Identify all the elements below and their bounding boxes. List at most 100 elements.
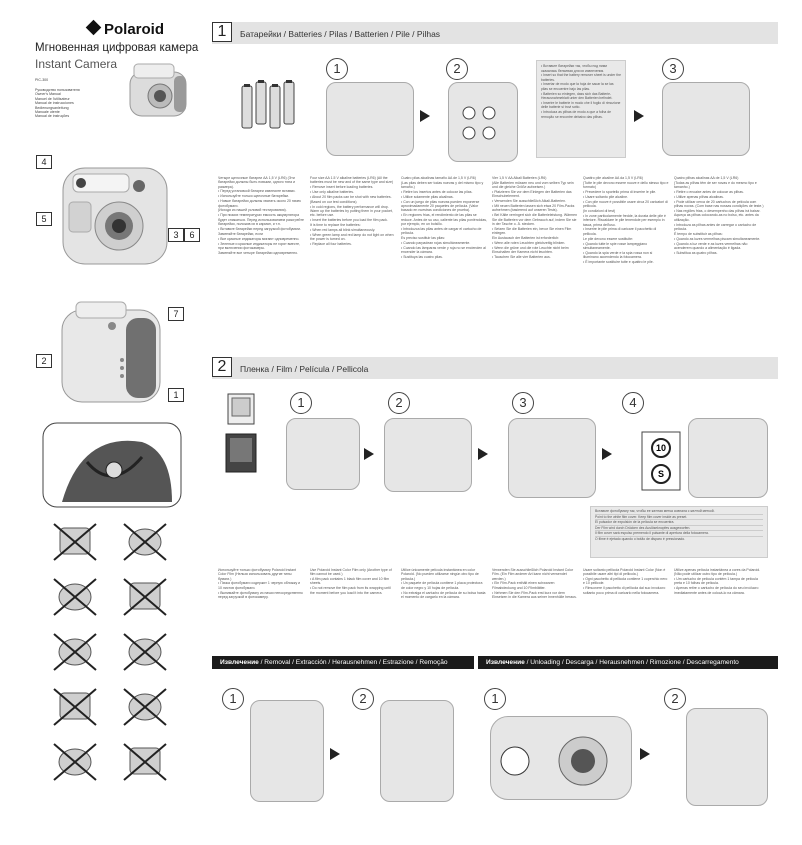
text-line: • Replace all four batteries. [310,242,352,247]
section-2-step-4: 4 [622,392,644,414]
text-line: • Utilize apenas pilhas alcalinas. [674,194,724,199]
text-line: • È importante sostituire tutte e quattr… [583,259,654,264]
section-2-text-en: Use Polaroid Instant Color Film only (An… [310,568,396,630]
text-line: • Insert the batteries before you load t… [310,218,388,223]
text-line: Usare soltanto pellicola Polaroid Instan… [583,568,666,577]
arrow-icon [330,748,340,760]
section-1-title: Батарейки / Batteries / Pilas / Batterie… [240,29,441,39]
text-line: • About 20 film packs can be shot with n… [310,194,392,199]
section-1-text-en: Four size AA 1.5 V alkaline batteries (L… [310,176,396,322]
batteries-image [241,80,295,129]
section-1-step-1-image [326,82,414,156]
text-line: • No extraiga el cartucho de película de… [401,590,486,599]
text-line: • Quando a luz verde e as luzes vermelha… [674,241,748,250]
text-line: Utilice únicamente película instantánea … [401,568,479,581]
text-line: • Новые батарейки должны хватать около 2… [218,199,301,208]
text-line: (Alle Batterien müssen neu und vom selbe… [492,180,574,190]
text-line: • Вставьте батарейки перед загрузкой фот… [218,226,301,231]
no-throw-icon [53,743,97,781]
arrow-icon [640,748,650,760]
text-line: • Do not remove the film pack from its w… [310,586,391,595]
text-line: • Sustituya las cuatro pilas. [401,254,443,259]
text-line: Es preciso sustituir las pilas: [401,236,445,241]
section-1-battery-note: • Вставьте батарейки так, чтобы под ними… [536,60,626,158]
section-2-step-3: 3 [512,392,534,414]
text-line: • In cold regions, the battery performan… [310,204,393,218]
text-line: Use Polaroid Instant Color Film only (An… [310,568,392,577]
arrow-icon [478,448,488,460]
no-heat-icon [53,633,97,671]
no-scissors-icon [123,688,167,726]
removal-step-1: 1 [222,688,244,710]
section-2-number: 2 [212,357,232,377]
text-line: • Quando as luzes vermelhas piscam simul… [674,236,761,241]
section-1-step-2: 2 [446,58,468,80]
text-line: • Bei Kälte verringert sich die Batterie… [492,213,578,226]
callout-5: 5 [36,212,52,226]
section-2-text-it: Usare soltanto pellicola Polaroid Instan… [583,568,669,630]
section-2-step-1: 1 [290,392,312,414]
text-line: Vier 1,5 V AA Alkali Batterien (LR6) [492,176,547,180]
text-line: • Un paquete de película contiene 1 plac… [401,581,483,590]
section-2-title: Пленка / Film / Película / Pellicola [240,364,369,374]
text-line: • Tauschen Sie alle vier Batterien aus. [492,254,551,259]
section-1-step-2-image [448,82,518,162]
section-2-text-es: Utilice únicamente película instantánea … [401,568,487,630]
brand-logo: Polaroid [85,19,208,38]
text-line: Четыре щелочные батареи АА 1,5 V (LR6) (… [218,176,296,189]
text-line: • Перед установкой батареи извлеките вст… [218,189,296,194]
text-line: It is time to replace the batteries: [310,223,361,228]
unloading-step-1-image [490,716,632,800]
cover-model: PIC-300 [35,78,49,82]
text-line: • Retire los insertos antes de colocar l… [401,190,473,195]
cover-camera-image [129,63,187,117]
text-line: • Wenn alle roten Leuchten gleichzeitig … [492,240,566,245]
text-line: • Introduza as pilhas antes de carregar … [674,222,757,231]
text-line: • Cuando las lámparas verde y roja no se… [401,245,486,255]
text-line: • Ogni pacchetto di pellicola contiene 1… [583,577,668,586]
no-clean-icon [123,523,167,561]
section-1-text-de: Vier 1,5 V AA Alkali Batterien (LR6)(All… [492,176,578,322]
svg-text:10: 10 [656,443,666,453]
text-line: Заменяйте батарейки, если [218,231,263,236]
removal-step-2: 2 [352,688,374,710]
arrow-icon [634,110,644,122]
no-child-icon [53,688,97,726]
text-line: Quatro pilhas alcalinas AA de 1,5 V (LR6… [674,176,739,180]
cover-title-en: Instant Camera [35,57,118,71]
text-line: (In condizioni di test) [583,209,616,214]
camera-front-image [62,167,168,265]
cover-title-ru: Мгновенная цифровая камера [35,42,199,54]
unloading-step-2: 2 [664,688,686,710]
section-1-text-ru: Четыре щелочные батареи АА 1,5 V (LR6) (… [218,176,304,322]
arrow-icon [420,110,430,122]
text-line: • Cuando parpadean rojas simultáneamente… [401,240,471,245]
text-line: • Usare soltanto pile alcaline. [583,194,628,199]
strap-image [42,422,182,508]
section-2-header [212,357,778,379]
text-line: • Pode utilizar cerca de 20 cartuchos de… [674,199,764,209]
unloading-header: Извлечение / Unloading / Descarga / Hera… [478,656,778,669]
text-line: • Remove insert before loading batteries… [310,185,374,190]
text-line: • Rimuovere il pacchetto di pellicola da… [583,586,666,595]
text-line: • Con pile nuove è possibile usare circa… [583,199,668,209]
section-1-step-3: 3 [662,58,684,80]
film-pack-image [225,393,257,473]
unloading-step-1: 1 [484,688,506,710]
text-line: Verwenden Sie ausschließlich Polaroid In… [492,568,574,581]
section-1-step-3-image [662,82,750,156]
arrow-icon [602,448,612,460]
svg-text:S: S [658,469,664,479]
text-line: (Las pilas deben ser todas nuevas y del … [401,180,484,190]
text-line: • Retire o encaixe antes de colocar as p… [674,190,744,195]
text-line: Заменяйте все четыре батарейки одновреме… [218,250,299,255]
no-photo-icon [123,743,167,781]
text-line: • Use only alkaline batteries. [310,190,355,195]
section-1-text-pt: Quatro pilhas alcalinas AA de 1,5 V (LR6… [674,176,764,322]
callout-7: 7 [168,307,184,321]
text-line: • Verwenden Sie ausschließlich Alkali-Ba… [492,199,566,204]
section-2-text-ru: Используйте только фотобумагу Polaroid I… [218,568,304,630]
text-line: • Platzieren Sie vor dem Einlegen der Ba… [492,190,572,199]
section-1-number: 1 [212,22,232,42]
section-1-header [212,22,778,44]
